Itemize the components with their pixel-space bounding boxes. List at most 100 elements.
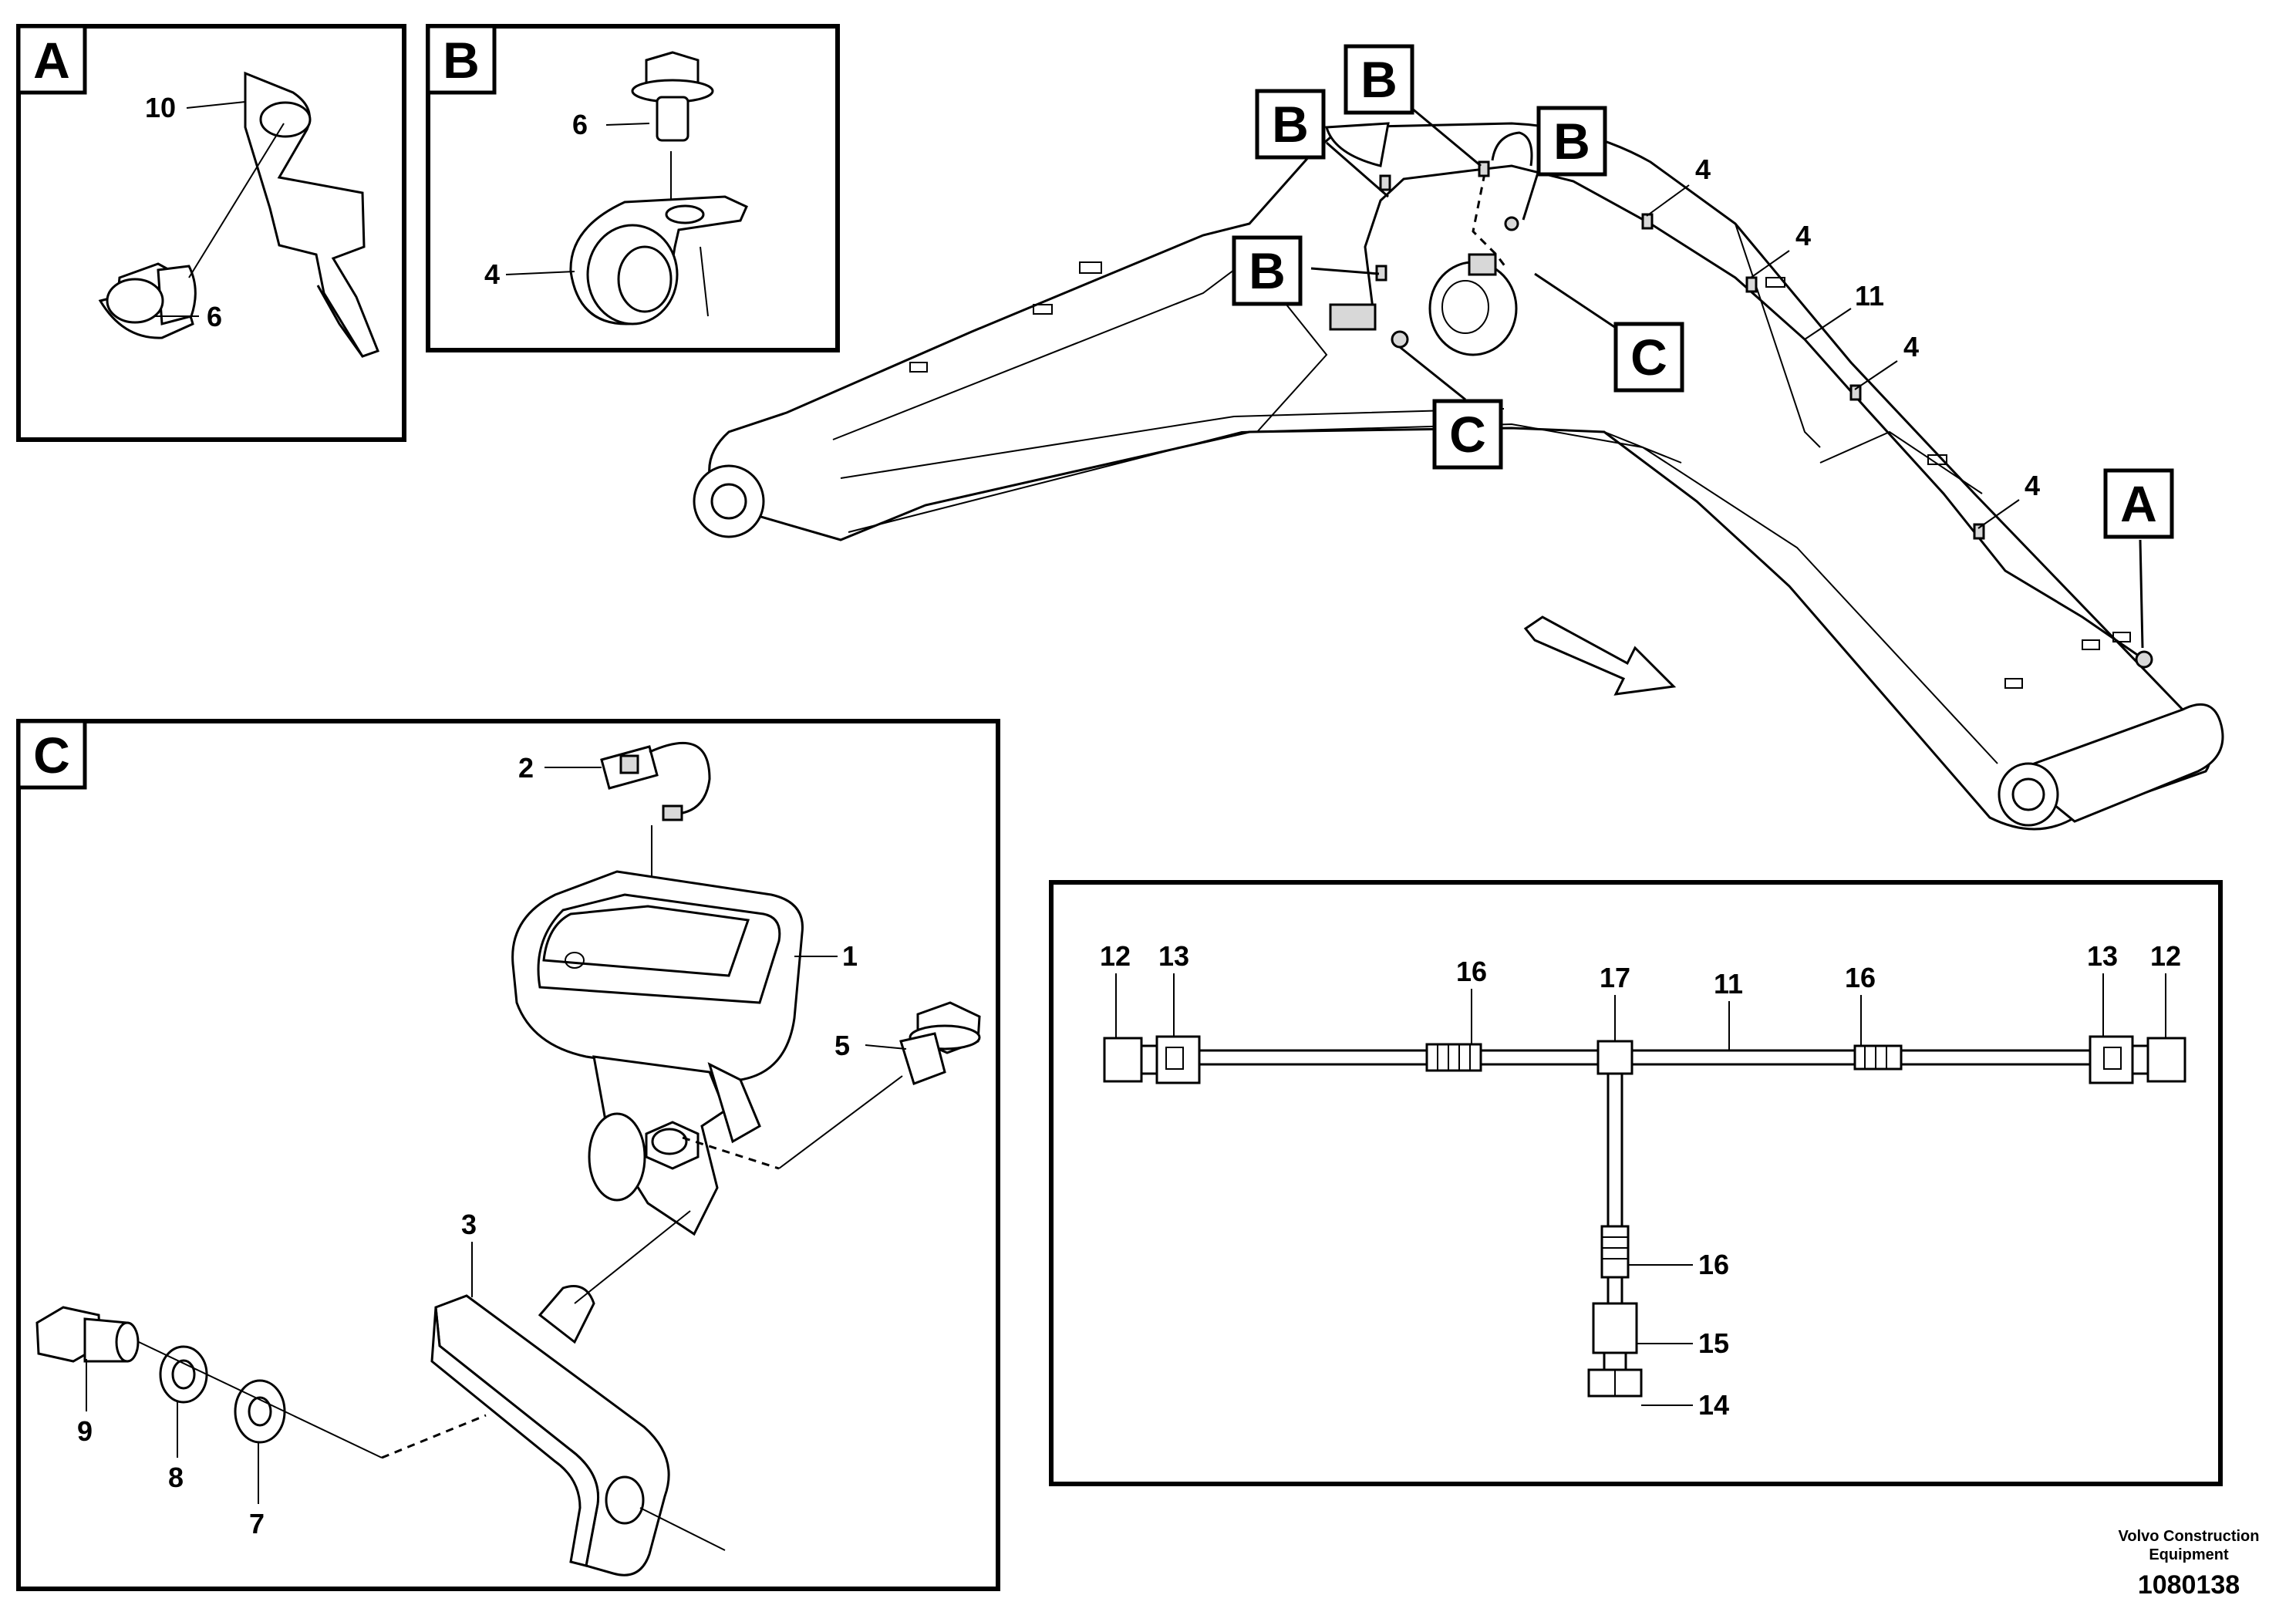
hex-bolt-part-9 bbox=[35, 1306, 140, 1363]
callout-harness-13: 13 bbox=[2087, 940, 2118, 972]
detail-frame-a bbox=[16, 24, 406, 442]
leader-callout-10 bbox=[186, 101, 246, 109]
clamp-marker bbox=[1973, 523, 1985, 540]
callout-harness-13: 13 bbox=[1158, 940, 1189, 972]
harness-loop bbox=[1491, 131, 1533, 167]
callout-b-4: 4 bbox=[484, 258, 500, 290]
company-name-line1: Volvo Construction bbox=[2119, 1528, 2260, 1545]
ref-tag-b-4: B bbox=[1232, 235, 1380, 306]
boom-boss bbox=[1765, 277, 1785, 288]
boom-inner-line bbox=[1819, 430, 1983, 494]
work-lamp-part-1 bbox=[511, 870, 804, 1236]
fastener-axis-line bbox=[138, 1341, 383, 1458]
boom-boss bbox=[1927, 454, 1947, 465]
view-letter-box-c bbox=[16, 719, 87, 790]
callout-harness-16: 16 bbox=[1698, 1249, 1729, 1280]
ref-tag-b-2: B bbox=[1344, 44, 1482, 167]
svg-text:B: B bbox=[1272, 96, 1309, 153]
callout-harness-14: 14 bbox=[1698, 1389, 1729, 1421]
footer: Volvo Construction Equipment 1080138 bbox=[2119, 1528, 2260, 1600]
mounting-bracket-part-3 bbox=[430, 1210, 726, 1576]
work-lamp-right bbox=[1468, 253, 1497, 276]
callout-boom-4: 4 bbox=[1695, 153, 1711, 185]
callout-c-3: 3 bbox=[461, 1209, 477, 1240]
callout-a-10: 10 bbox=[145, 92, 176, 123]
callout-boom-4: 4 bbox=[1903, 331, 1919, 363]
leader-callout-4b bbox=[505, 271, 575, 275]
callout-boom-11: 11 bbox=[1855, 280, 1884, 312]
forward-direction-arrow bbox=[1523, 615, 1677, 696]
boom-boss bbox=[1033, 304, 1053, 315]
boom-pivot-disc-inner bbox=[1441, 280, 1489, 334]
boom-inner-line bbox=[840, 408, 1505, 479]
svg-text:B: B bbox=[1553, 113, 1590, 170]
callout-boom-4: 4 bbox=[2025, 470, 2040, 501]
detail-frame-b bbox=[426, 24, 840, 352]
boom-inner-line bbox=[848, 423, 1998, 764]
leader-bolt-5-path bbox=[778, 1075, 903, 1169]
ref-tag-b-3: B bbox=[1522, 106, 1607, 221]
grommet-part-16-right bbox=[1853, 1044, 1903, 1071]
view-letter-box-b bbox=[426, 24, 497, 95]
main-cable-11 bbox=[1190, 1049, 2099, 1066]
detail-frame-c bbox=[16, 719, 1000, 1591]
clamp-marker bbox=[1641, 213, 1654, 230]
leader-boom-4 bbox=[1646, 184, 1690, 217]
dashed-bolt-path bbox=[682, 1136, 780, 1170]
detail-view-a: A 10 6 bbox=[16, 24, 406, 442]
harness-schematic: 12 13 16 17 11 16 13 12 16 15 14 bbox=[1049, 880, 2223, 1486]
boom-inner-line bbox=[1511, 427, 1682, 464]
callout-c-7: 7 bbox=[249, 1508, 265, 1539]
clamp-marker bbox=[1745, 276, 1758, 293]
leader-boom-4 bbox=[1854, 360, 1898, 390]
drawing-number: 1080138 bbox=[2138, 1570, 2240, 1600]
grommet-part-16-branch bbox=[1600, 1225, 1630, 1279]
ref-tag-b-1: B bbox=[1255, 89, 1389, 198]
t-junction-part-17 bbox=[1596, 1040, 1633, 1075]
dashed-fastener-path bbox=[381, 1414, 487, 1459]
clamp-marker bbox=[1478, 160, 1490, 177]
callout-harness-12: 12 bbox=[1100, 940, 1131, 972]
boom-boss bbox=[2082, 639, 2100, 650]
flange-bolt-part-5 bbox=[899, 1001, 981, 1085]
plug-part-12-right bbox=[2146, 1037, 2186, 1083]
ref-tag-a: A bbox=[2103, 468, 2174, 649]
callout-harness-11: 11 bbox=[1714, 968, 1743, 1000]
work-lamp-left bbox=[1329, 303, 1377, 331]
grommet-part-16-left bbox=[1425, 1043, 1482, 1072]
callout-harness-12: 12 bbox=[2150, 940, 2181, 972]
flange-bolt-part-6 bbox=[98, 262, 197, 339]
callout-b-6: 6 bbox=[572, 109, 588, 140]
leader-boom-4 bbox=[1977, 499, 2020, 529]
harness-dashed bbox=[1472, 173, 1509, 271]
connector bbox=[1391, 330, 1409, 349]
leader-callout-5 bbox=[865, 1044, 907, 1050]
leader-callout-6b bbox=[605, 123, 650, 126]
callout-harness-17: 17 bbox=[1600, 962, 1630, 993]
bracket-part-10 bbox=[244, 71, 379, 358]
housing-part-15 bbox=[1592, 1302, 1638, 1354]
boom-assembly: B B B B C C A bbox=[693, 44, 2224, 831]
connector bbox=[1504, 216, 1519, 231]
connector bbox=[2135, 650, 2153, 669]
connector-part-2 bbox=[600, 741, 711, 821]
svg-text:A: A bbox=[2120, 475, 2157, 532]
svg-text:C: C bbox=[1630, 329, 1667, 386]
plug-part-12-left bbox=[1103, 1037, 1143, 1083]
plug-neck-branch bbox=[1603, 1351, 1627, 1371]
boom-boss bbox=[2004, 678, 2023, 689]
leader-bolt-to-bracket bbox=[188, 123, 285, 278]
p-clamp-part-4 bbox=[569, 195, 748, 325]
svg-text:C: C bbox=[1449, 406, 1486, 463]
flange-bolt-part-6 bbox=[631, 51, 714, 142]
leader-boom-11 bbox=[1804, 308, 1852, 340]
svg-text:B: B bbox=[1249, 242, 1286, 299]
callout-c-1: 1 bbox=[842, 940, 858, 972]
detail-view-c: C 2 1 5 bbox=[16, 719, 1000, 1591]
callout-c-9: 9 bbox=[77, 1415, 93, 1447]
boom-boss bbox=[1079, 261, 1102, 274]
view-letter-c: C bbox=[33, 727, 70, 784]
boom-boss bbox=[909, 362, 928, 373]
callout-c-5: 5 bbox=[834, 1030, 850, 1061]
view-letter-a: A bbox=[33, 32, 70, 89]
